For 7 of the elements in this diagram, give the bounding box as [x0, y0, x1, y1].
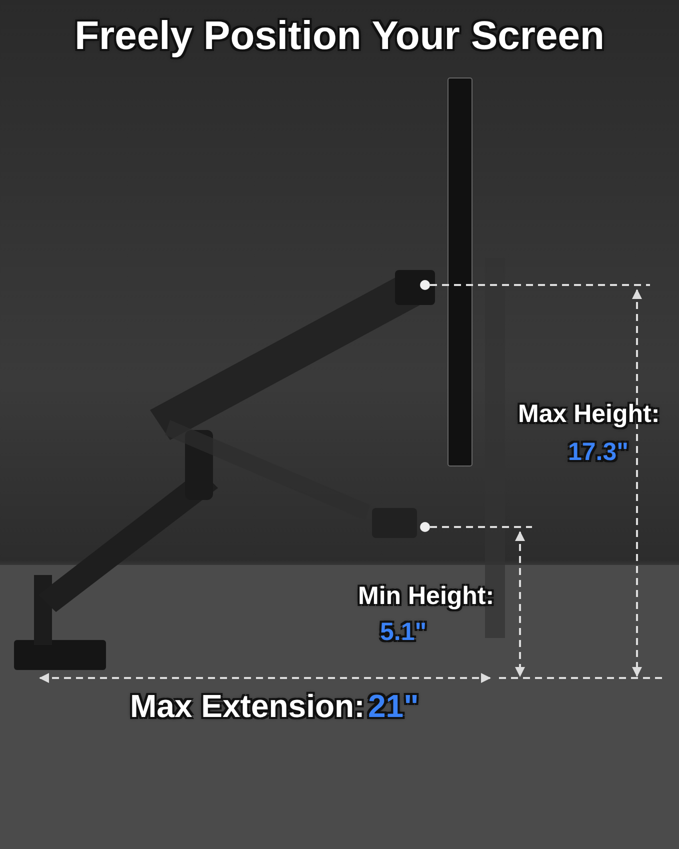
title: Freely Position Your Screen — [74, 14, 606, 59]
dimension-label: Min Height: — [358, 582, 494, 611]
measurement-value: 5.1" — [380, 618, 427, 647]
dimension-label: Max Extension: — [130, 688, 365, 725]
measurement-value: 17.3" — [568, 438, 629, 467]
measurement-value: 21" — [368, 688, 419, 725]
dimension-label: Max Height: — [518, 400, 660, 429]
